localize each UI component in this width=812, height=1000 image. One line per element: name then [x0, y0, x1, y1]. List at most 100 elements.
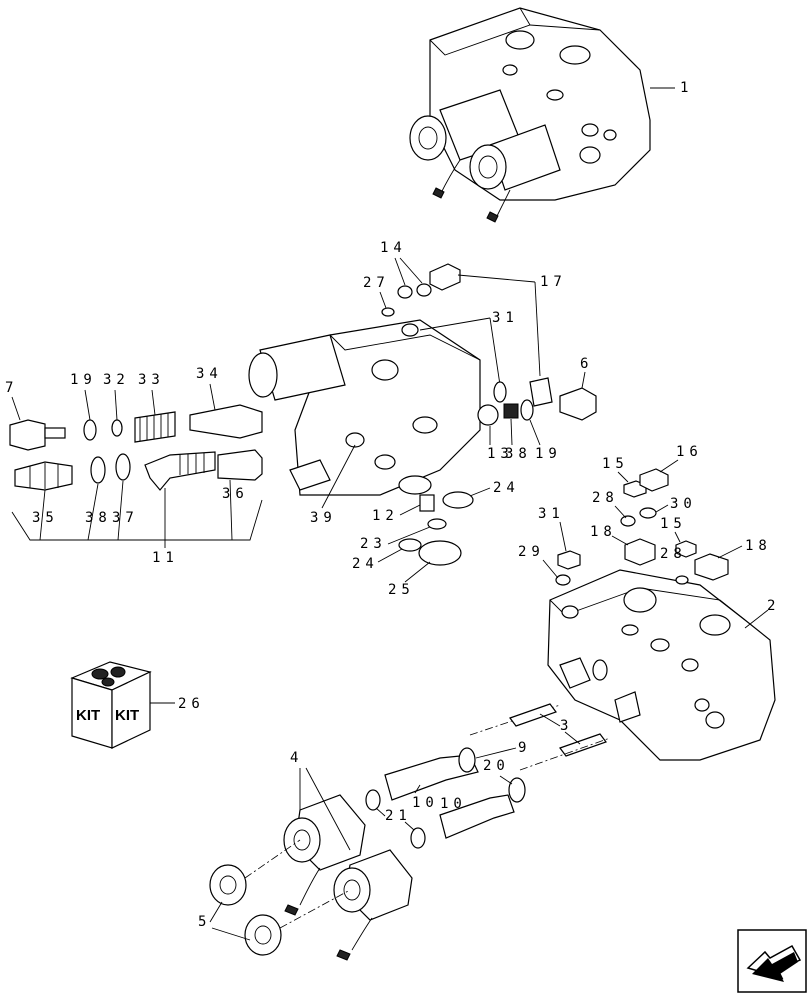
callout-30: 30: [670, 496, 697, 512]
callout-28b: 28: [660, 546, 687, 562]
nut-5a: [209, 864, 247, 906]
callout-14: 14: [380, 240, 407, 256]
plug-14b: [416, 283, 432, 297]
washer-30: [639, 507, 657, 519]
callout-26: 26: [178, 696, 205, 712]
spring-38b: [503, 403, 519, 419]
plug-18b: [694, 553, 729, 581]
oring-21b: [410, 827, 426, 849]
kit-box-26: KIT KIT: [70, 661, 152, 749]
plug-7: [9, 419, 46, 451]
callout-27: 27: [363, 275, 390, 291]
washer-28a: [620, 515, 636, 527]
callout-38a: 38: [85, 510, 112, 526]
callout-29: 29: [518, 544, 545, 560]
washer-32: [111, 419, 123, 437]
oring-20: [508, 777, 526, 803]
callout-7: 7: [5, 380, 18, 396]
callout-32: 32: [103, 372, 130, 388]
oring-9: [458, 747, 476, 773]
callout-4: 4: [290, 750, 303, 766]
oring-24b: [398, 538, 422, 552]
callout-20: 20: [483, 758, 510, 774]
cap-17: [429, 263, 461, 291]
callout-6: 6: [580, 356, 593, 372]
ring-38a: [90, 456, 106, 484]
callout-35: 35: [32, 510, 59, 526]
callout-10a: 10: [412, 795, 439, 811]
callout-12: 12: [372, 508, 399, 524]
oring-19a: [83, 419, 97, 441]
callout-16: 16: [676, 444, 703, 460]
callout-9: 9: [518, 740, 531, 756]
nut-5b: [244, 914, 282, 956]
cartridge-35: [14, 461, 73, 491]
callout-23: 23: [360, 536, 387, 552]
oring-25: [418, 540, 462, 566]
callout-38b: 38: [505, 446, 532, 462]
kit-label-right: KIT: [115, 707, 139, 724]
washer-28b: [675, 575, 689, 585]
callout-36: 36: [222, 486, 249, 502]
callout-11: 11: [152, 550, 179, 566]
oring-24a: [442, 491, 474, 509]
valve-assembly-1: [409, 7, 651, 223]
oring-37: [115, 453, 131, 481]
oring-19b: [520, 399, 534, 421]
callout-1: 1: [680, 80, 693, 96]
callout-2: 2: [767, 598, 780, 614]
next-page-arrow-icon[interactable]: [737, 929, 807, 993]
callout-24b: 24: [352, 556, 379, 572]
plug-16: [639, 468, 669, 492]
callout-37: 37: [112, 510, 139, 526]
plug-right: [529, 377, 553, 407]
ball-13: [477, 404, 499, 426]
coils-and-nuts: [209, 794, 413, 961]
bracket-lines: [11, 499, 263, 541]
piston-36: [217, 449, 263, 481]
callout-10b: 10: [440, 796, 467, 812]
plug-12: [419, 494, 435, 512]
plug-7-stem: [44, 427, 66, 439]
plug-31b: [557, 550, 581, 570]
callout-24a: 24: [493, 480, 520, 496]
callout-19b: 19: [535, 446, 562, 462]
sleeve-10b: [439, 794, 515, 839]
plug-18a: [624, 538, 656, 566]
callout-28a: 28: [592, 490, 619, 506]
washer-29: [555, 574, 571, 586]
callout-15a: 15: [602, 456, 629, 472]
callout-25: 25: [388, 582, 415, 598]
washer-31a: [401, 323, 419, 337]
callout-21: 21: [385, 808, 412, 824]
spring-33: [134, 411, 176, 443]
lower-spools: [365, 703, 611, 849]
callout-17: 17: [540, 274, 567, 290]
left-parts-row: [9, 404, 263, 491]
plug-15b: [675, 540, 697, 558]
valve-section-2: [547, 569, 776, 761]
plug-14a: [397, 285, 413, 299]
callout-5: 5: [198, 914, 211, 930]
plug-6: [559, 387, 597, 421]
callout-31b: 31: [538, 506, 565, 522]
spool-3a: [509, 703, 557, 727]
callout-33: 33: [138, 372, 165, 388]
oring-right: [493, 381, 507, 403]
callout-15b: 15: [660, 516, 687, 532]
callout-3: 3: [560, 718, 573, 734]
poppet-34: [189, 404, 263, 439]
kit-label-left: KIT: [76, 707, 100, 724]
washer-23: [427, 518, 447, 530]
callout-34: 34: [196, 366, 223, 382]
oring-21a: [365, 789, 381, 811]
callout-13: 13: [487, 446, 514, 462]
washer-27: [381, 307, 395, 317]
spool-3b: [559, 733, 607, 757]
callout-19a: 19: [70, 372, 97, 388]
callout-39: 39: [310, 510, 337, 526]
callout-18a: 18: [590, 524, 617, 540]
callout-31a: 31: [492, 310, 519, 326]
callout-18b: 18: [745, 538, 772, 554]
